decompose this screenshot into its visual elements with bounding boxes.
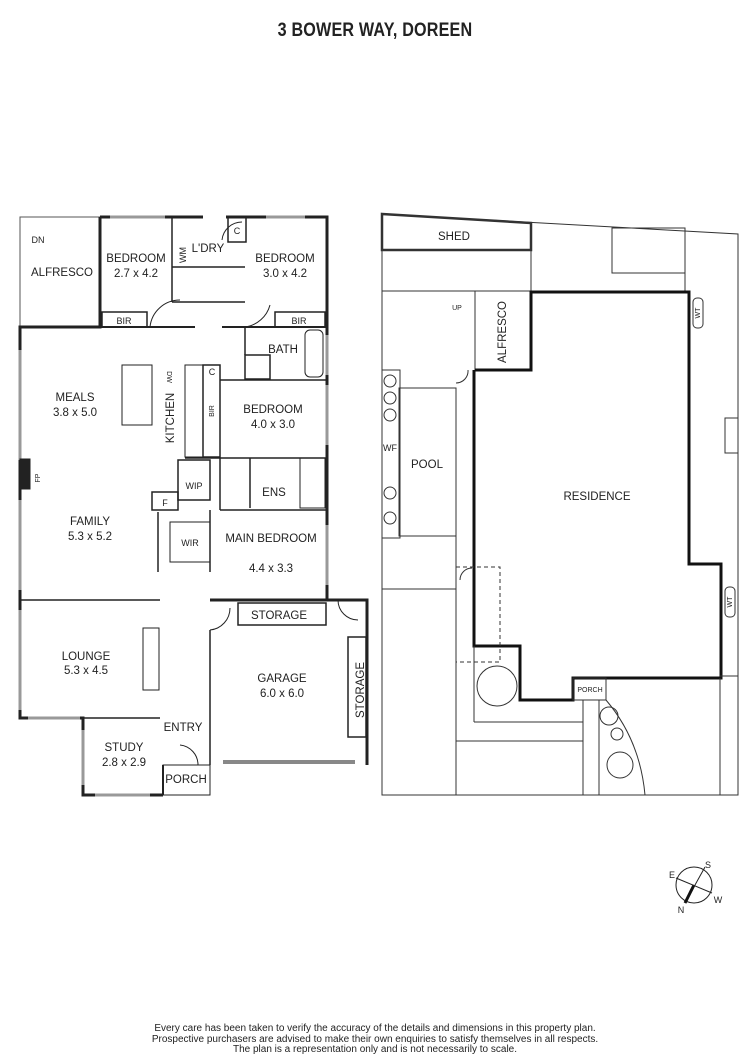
room-garage-dims: 6.0 x 6.0 xyxy=(260,688,304,700)
site-plan-labels: SHED UP ALFRESCO WF POOL RESIDENCE PORCH… xyxy=(383,231,734,694)
room-wir-label: WIR xyxy=(181,538,199,548)
disclaimer-line-2: Prospective purchasers are advised to ma… xyxy=(151,1033,599,1045)
up-label: UP xyxy=(452,305,462,312)
room-meals-label: MEALS xyxy=(56,392,95,404)
room-garage-label: GARAGE xyxy=(257,673,307,685)
fridge-label: F xyxy=(162,498,168,508)
cupboard-label: C xyxy=(234,226,241,236)
page-title: 3 BOWER WAY, DOREEN xyxy=(277,20,473,41)
room-wip-label: WIP xyxy=(186,481,203,491)
compass-west: W xyxy=(714,895,723,905)
compass-north: N xyxy=(678,905,685,915)
room-laundry-label: L'DRY xyxy=(192,243,225,255)
bir-label-1: BIR xyxy=(116,316,132,326)
room-bedroom-4-label: BEDROOM xyxy=(243,404,302,416)
room-bath-label: BATH xyxy=(268,344,298,356)
room-kitchen-label: KITCHEN xyxy=(165,393,177,443)
washing-machine-label: WM xyxy=(178,247,188,263)
dn-label: DN xyxy=(32,235,45,245)
room-bedroom-3-dims: 3.0 x 4.2 xyxy=(263,268,307,280)
fireplace-label: FP xyxy=(35,473,42,482)
room-bedroom-3-label: BEDROOM xyxy=(255,253,314,265)
room-family-dims: 5.3 x 5.2 xyxy=(68,531,112,543)
room-main-bedroom-dims: 4.4 x 3.3 xyxy=(249,563,293,575)
disclaimer: Every care has been taken to verify the … xyxy=(0,1023,750,1056)
water-tank-label-2: WT xyxy=(727,596,734,608)
site-alfresco-label: ALFRESCO xyxy=(497,301,509,363)
room-family-label: FAMILY xyxy=(70,516,110,528)
room-entry-label: ENTRY xyxy=(164,722,203,734)
water-tank-label-1: WT xyxy=(695,307,702,319)
room-storage-label: STORAGE xyxy=(251,610,307,622)
room-porch-label: PORCH xyxy=(165,774,207,786)
room-study-dims: 2.8 x 2.9 xyxy=(102,757,146,769)
floor-plan xyxy=(18,215,369,797)
room-lounge-dims: 5.3 x 4.5 xyxy=(64,665,108,677)
shed-label: SHED xyxy=(438,231,470,243)
floor-plan-labels: DN ALFRESCO BEDROOM 2.7 x 4.2 L'DRY C WM… xyxy=(31,226,367,786)
compass-south: S xyxy=(705,860,711,870)
pool-label: POOL xyxy=(411,459,444,471)
room-bedroom-4-dims: 4.0 x 3.0 xyxy=(251,419,295,431)
disclaimer-line-1: Every care has been taken to verify the … xyxy=(154,1023,596,1034)
room-meals-dims: 3.8 x 5.0 xyxy=(53,407,97,419)
disclaimer-line-3: The plan is a representation only and is… xyxy=(232,1044,518,1055)
room-lounge-label: LOUNGE xyxy=(62,651,111,663)
room-garage-storage-label: STORAGE xyxy=(355,662,367,718)
room-alfresco-label: ALFRESCO xyxy=(31,267,93,279)
bir-label-2: BIR xyxy=(291,316,307,326)
site-porch-label: PORCH xyxy=(577,687,602,694)
dishwasher-label: DW xyxy=(165,371,172,383)
cupboard-label-2: C xyxy=(209,367,216,377)
room-ensuite-label: ENS xyxy=(262,487,286,499)
room-bedroom-2-dims: 2.7 x 4.2 xyxy=(114,268,158,280)
compass-east: E xyxy=(669,870,675,880)
room-study-label: STUDY xyxy=(105,742,144,754)
residence-label: RESIDENCE xyxy=(563,491,630,503)
room-bedroom-2-label: BEDROOM xyxy=(106,253,165,265)
wf-label: WF xyxy=(383,443,397,453)
site-plan xyxy=(380,212,739,796)
bir-label-3: BIR xyxy=(209,405,216,417)
room-main-bedroom-label: MAIN BEDROOM xyxy=(225,533,316,545)
compass-icon: S E N W xyxy=(669,860,723,915)
